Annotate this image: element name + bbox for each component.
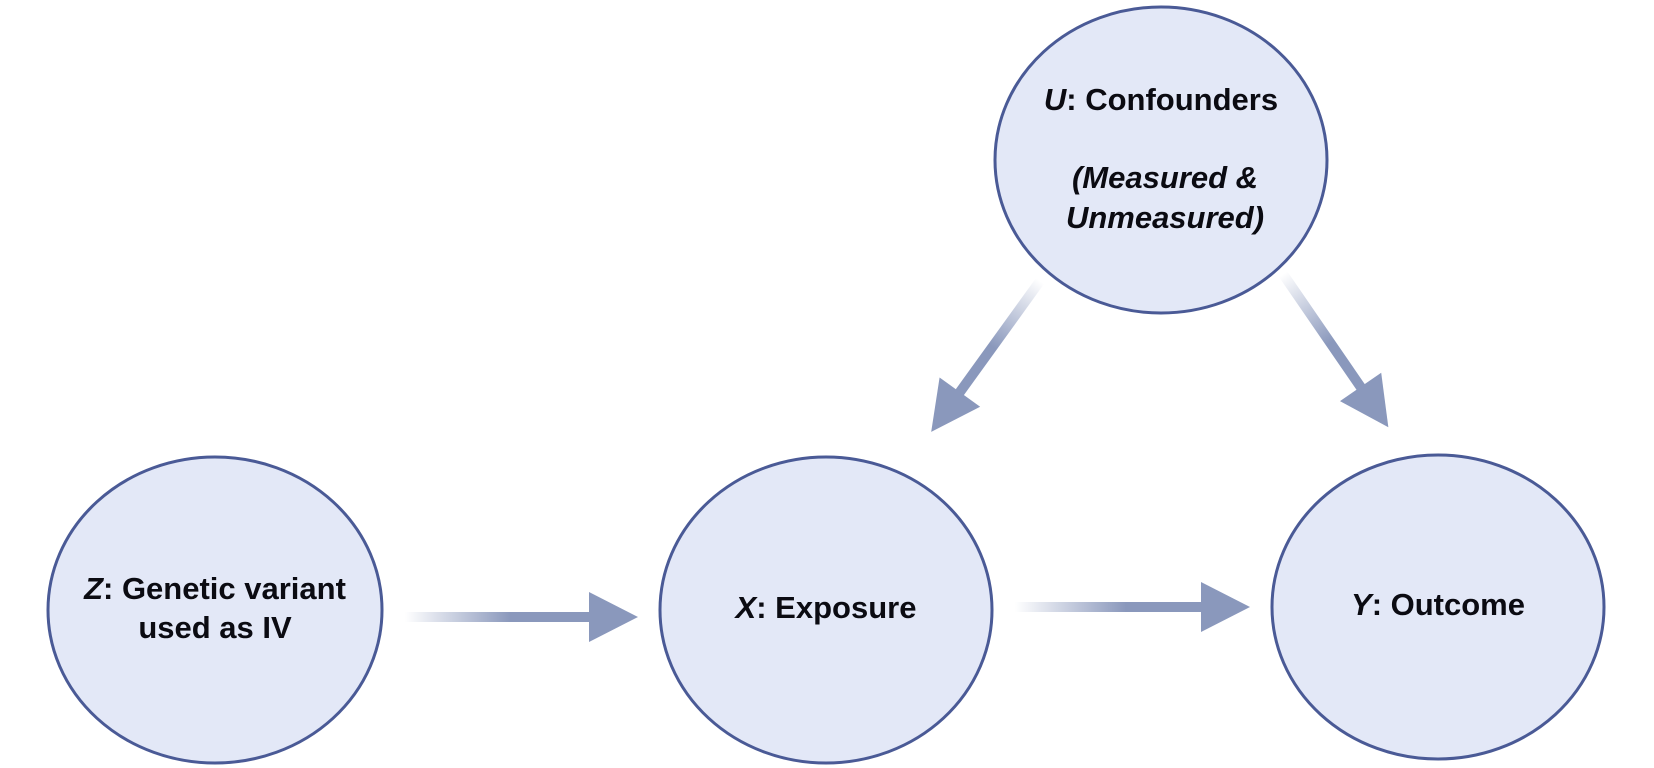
arrow-z-to-x-shaft xyxy=(405,612,597,622)
node-u-text: Confounders xyxy=(1077,82,1279,117)
node-x-variable: X xyxy=(734,590,759,625)
node-y-variable: Y xyxy=(1351,587,1375,622)
node-u-label-line3: Unmeasured) xyxy=(1066,200,1264,235)
arrow-u-to-x-shaft xyxy=(949,278,1045,404)
node-u-ellipse xyxy=(993,5,1329,315)
arrow-u-to-y xyxy=(1278,271,1389,428)
node-x-separator: : xyxy=(756,590,766,625)
arrow-u-to-x xyxy=(931,278,1045,432)
node-x-ellipse xyxy=(658,455,994,765)
node-x-label: X: Exposure xyxy=(734,590,917,625)
node-u-label-line2: (Measured & xyxy=(1072,160,1258,195)
node-y-label: Y: Outcome xyxy=(1351,587,1525,622)
node-z-separator: : xyxy=(103,571,113,606)
node-z-ellipse xyxy=(46,455,384,765)
arrow-z-to-x xyxy=(405,592,638,642)
arrow-u-to-y-head xyxy=(1339,372,1389,428)
node-y-text: Outcome xyxy=(1382,587,1525,622)
node-z-variable: Z xyxy=(83,571,104,606)
arrow-x-to-y xyxy=(1015,582,1250,632)
node-u-separator: : xyxy=(1066,82,1076,117)
arrow-u-to-y-shaft xyxy=(1278,271,1374,403)
node-z-instrument: Z: Genetic variant used as IV xyxy=(46,455,384,765)
node-u-variable: U xyxy=(1044,82,1068,117)
arrow-x-to-y-head xyxy=(1201,582,1250,632)
node-y-outcome: Y: Outcome xyxy=(1270,453,1606,761)
node-x-exposure: X: Exposure xyxy=(658,455,994,765)
arrow-u-to-x-head xyxy=(931,377,981,432)
arrow-x-to-y-shaft xyxy=(1015,602,1217,612)
node-y-ellipse xyxy=(1270,453,1606,761)
node-x-text: Exposure xyxy=(767,590,917,625)
node-z-text: Genetic variant xyxy=(113,571,346,606)
node-u-confounders: U: Confounders (Measured & Unmeasured) xyxy=(993,5,1329,315)
node-u-label-line1: U: Confounders xyxy=(1044,82,1278,117)
node-z-label-line1: Z: Genetic variant xyxy=(83,571,346,606)
node-z-label-line2: used as IV xyxy=(138,610,292,645)
node-y-separator: : xyxy=(1372,587,1382,622)
arrow-z-to-x-head xyxy=(589,592,638,642)
